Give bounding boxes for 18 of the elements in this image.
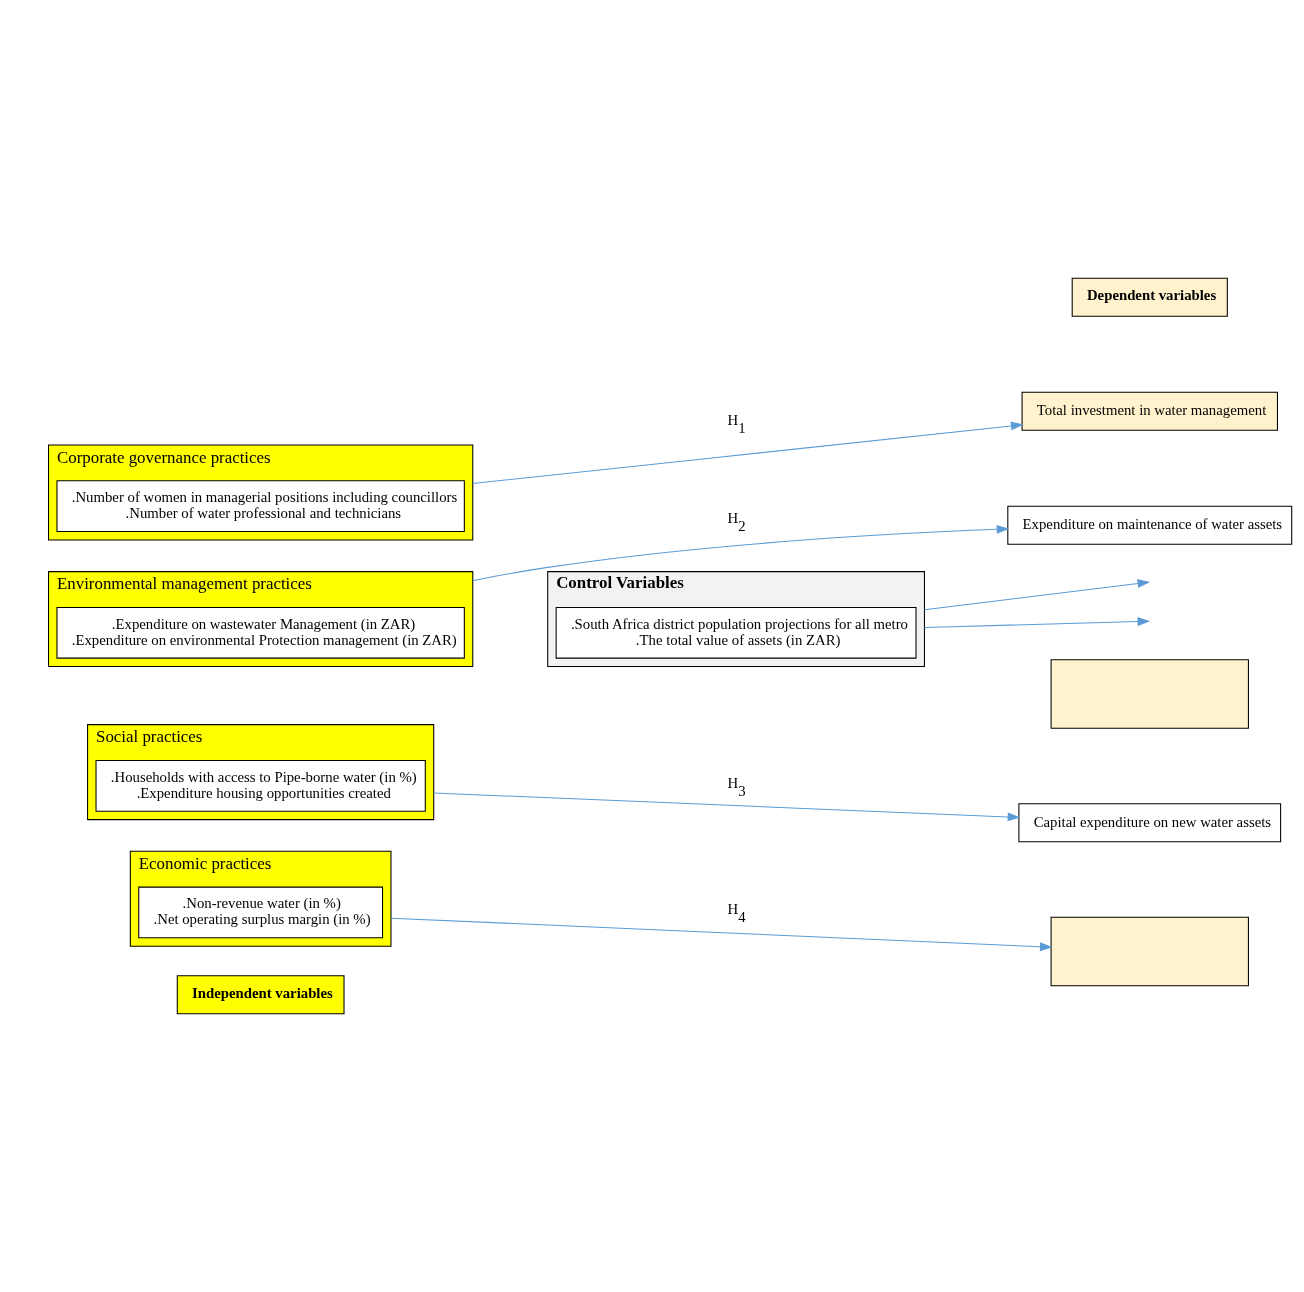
arrow <box>471 524 1009 582</box>
arrow <box>923 579 1150 611</box>
node-box: .South Africa district population projections for all metro .The total value of assets (in ZAR) <box>555 606 917 659</box>
node-box: .Non-revenue water (in %) .Net operating surplus margin (in %) <box>137 886 383 939</box>
node-box <box>1050 916 1249 987</box>
node-box: Expenditure on maintenance of water assets <box>1006 505 1292 545</box>
node-box: .Expenditure on wastewater Management (in ZAR) .Expenditure on environmental Protection management (in ZAR) <box>55 606 465 659</box>
arrow <box>432 792 1020 822</box>
node-box: Independent variables <box>176 975 345 1015</box>
node-box <box>1050 659 1249 729</box>
node-box: Capital expenditure on new water assets <box>1017 803 1281 843</box>
arrow <box>471 421 1024 485</box>
arrow <box>923 617 1150 629</box>
node-box: Dependent variables <box>1071 277 1228 317</box>
node-box: .Number of women in managerial positions including councillors .Number of water professional and technicians <box>55 480 465 533</box>
arrow <box>389 917 1053 952</box>
node-box: .Households with access to Pipe-borne water (in %) .Expenditure housing opportunities created <box>95 759 426 812</box>
node-box: Total investment in water management <box>1021 391 1278 431</box>
